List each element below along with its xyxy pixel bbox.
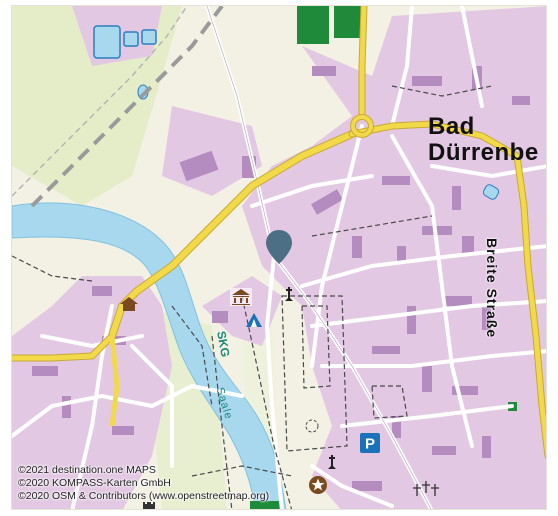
pond — [482, 184, 500, 200]
cemetery-icon — [413, 481, 439, 496]
railway — [30, 6, 224, 208]
main-road — [109, 335, 120, 427]
built-up-area — [202, 276, 282, 346]
parking-icon[interactable]: P — [360, 433, 380, 453]
town-name-line1: Bad — [428, 113, 475, 140]
town-name-line2: Dürrenbe — [428, 139, 539, 166]
street-label: Breite Straße — [484, 238, 500, 339]
camping-icon[interactable] — [245, 312, 263, 328]
attribution-line: ©2021 destination.one MAPS — [18, 464, 156, 476]
green-field — [297, 6, 329, 44]
attribution-line: ©2020 KOMPASS-Karten GmbH — [18, 477, 171, 489]
footpaths — [12, 85, 493, 509]
monument-icon[interactable] — [282, 286, 296, 302]
attribution-link[interactable]: ©2020 OSM & Contributors (www.openstreet… — [18, 490, 270, 502]
main-road — [12, 334, 114, 361]
water-basin — [93, 25, 121, 59]
water-basin — [123, 31, 139, 47]
hut-icon[interactable] — [119, 296, 139, 312]
town-name-label: Bad Dürrenbe — [428, 114, 539, 166]
map-pin-icon[interactable] — [264, 228, 294, 268]
main-road — [359, 6, 367, 116]
main-road — [349, 121, 546, 458]
plaza — [305, 419, 319, 433]
castle-icon[interactable] — [142, 500, 156, 510]
minor-road-edges — [206, 6, 432, 509]
star-poi-icon[interactable] — [308, 475, 328, 495]
roundabout — [351, 115, 373, 137]
water-basin — [141, 29, 157, 45]
map-attribution: ©2021 destination.one MAPS ©2020 KOMPASS… — [18, 464, 269, 503]
svg-text:P: P — [365, 436, 375, 453]
map-canvas[interactable] — [12, 6, 547, 510]
monument-icon[interactable] — [325, 454, 339, 470]
museum-icon[interactable] — [230, 288, 252, 306]
green-field — [250, 501, 280, 509]
built-up-area — [12, 276, 172, 509]
map-view[interactable]: P Bad Dürrenbe Breite Straße Saale SKG ©… — [11, 5, 547, 510]
built-up-area — [162, 106, 262, 196]
green-field — [334, 6, 364, 38]
railway-secondary — [12, 6, 188, 197]
